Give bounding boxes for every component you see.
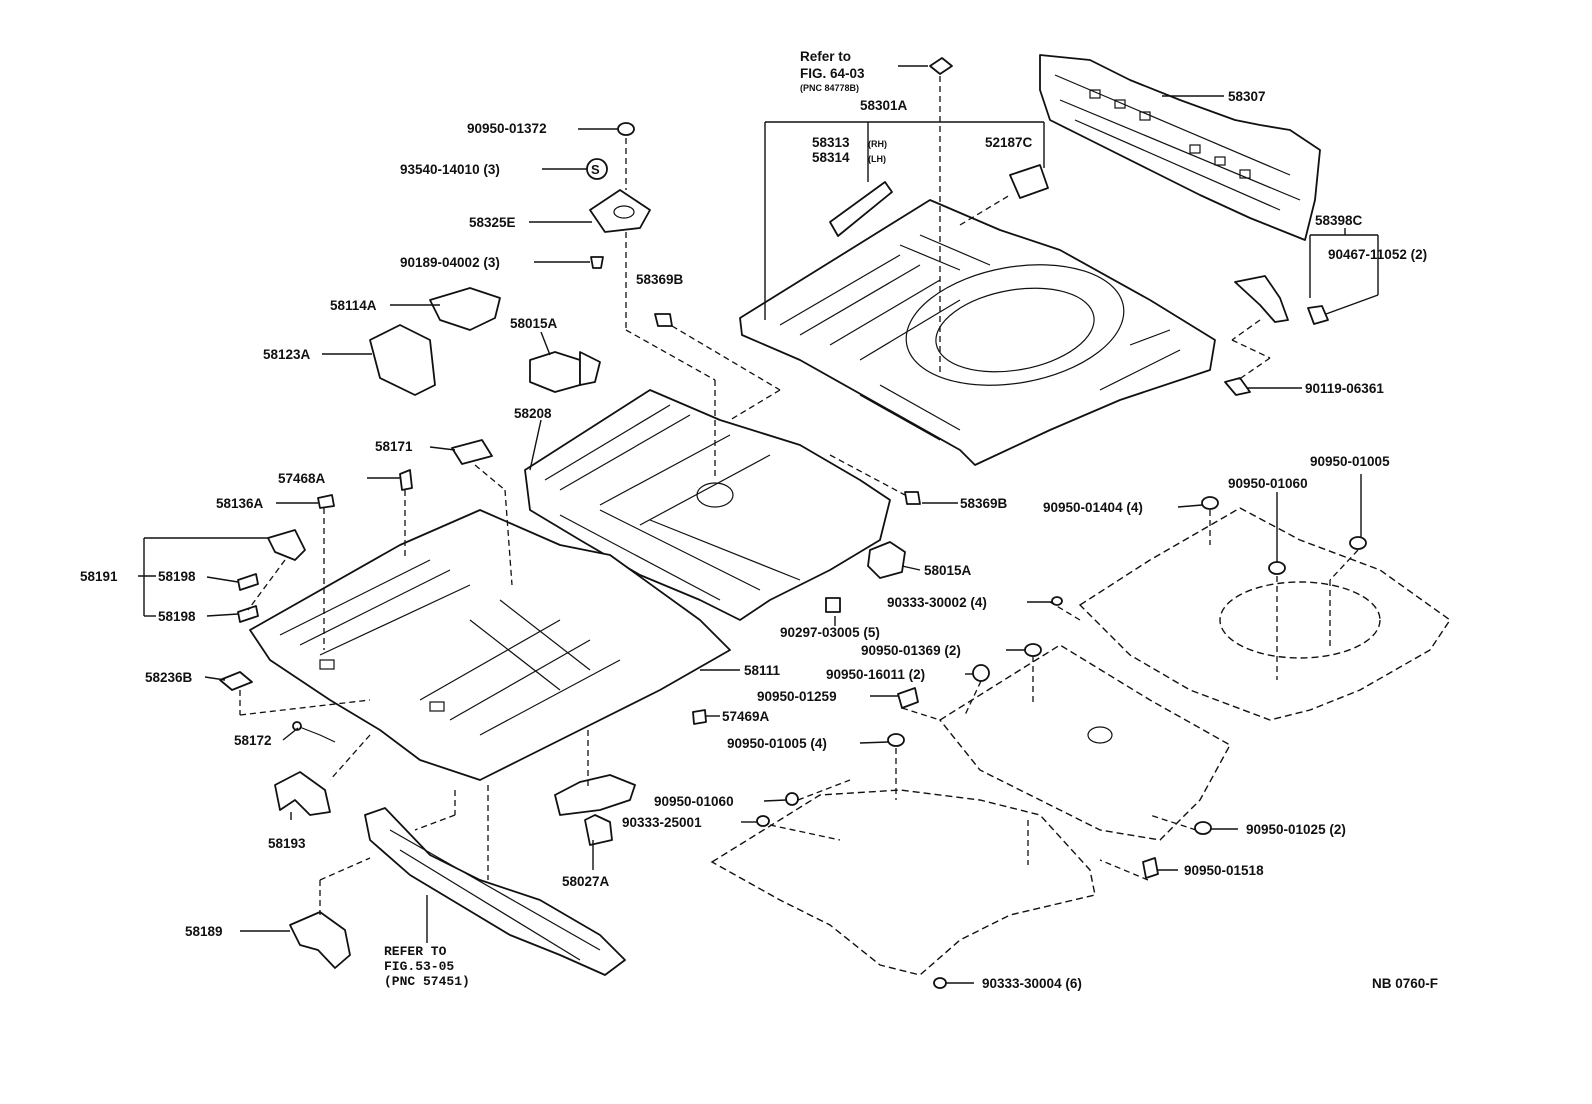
label-90333-30004: 90333-30004 (6) <box>982 976 1082 991</box>
label-90950-01369: 90950-01369 (2) <box>861 643 961 658</box>
label-90950-01060-lower: 90950-01060 <box>654 794 734 809</box>
rear-floor-carpet <box>1078 507 1451 721</box>
front-crossmember <box>364 807 626 976</box>
center-floor-pan-58208 <box>524 389 891 621</box>
label-90950-01372: 90950-01372 <box>467 121 547 136</box>
s-symbol-icon: S <box>591 162 600 177</box>
label-58136a: 58136A <box>216 496 264 511</box>
label-90950-01518: 90950-01518 <box>1184 863 1264 878</box>
refer-fig53-line2: FIG.53-05 <box>384 959 454 974</box>
rear-floor-pan-58301a <box>739 199 1216 466</box>
label-90950-01259: 90950-01259 <box>757 689 837 704</box>
label-90467-11052: 90467-11052 (2) <box>1328 247 1427 262</box>
label-58398c: 58398C <box>1315 213 1363 228</box>
label-58172: 58172 <box>234 733 272 748</box>
label-58307: 58307 <box>1228 89 1266 104</box>
label-57469a: 57469A <box>722 709 770 724</box>
diagram-code: NB 0760-F <box>1372 976 1438 991</box>
label-90950-01060-top: 90950-01060 <box>1228 476 1308 491</box>
refer-fig64-line3: (PNC 84778B) <box>800 83 859 93</box>
label-58236b: 58236B <box>145 670 193 685</box>
label-93540-14010: 93540-14010 (3) <box>400 162 500 177</box>
part-labels: Refer to FIG. 64-03 (PNC 84778B) 58301A … <box>80 49 1438 991</box>
label-58191: 58191 <box>80 569 118 584</box>
label-58314: 58314 <box>812 150 850 165</box>
label-90119-06361: 90119-06361 <box>1305 381 1384 396</box>
label-90950-01025: 90950-01025 (2) <box>1246 822 1346 837</box>
label-58189: 58189 <box>185 924 223 939</box>
label-90950-01404: 90950-01404 (4) <box>1043 500 1143 515</box>
label-58027a: 58027A <box>562 874 610 889</box>
label-58369b-lower: 58369B <box>960 496 1008 511</box>
refer-fig53-line3: (PNC 57451) <box>384 974 470 989</box>
small-parts <box>219 57 1367 989</box>
refer-fig64-line1: Refer to <box>800 49 851 64</box>
label-58123a: 58123A <box>263 347 311 362</box>
label-58015a-lower: 58015A <box>924 563 972 578</box>
label-90333-30002: 90333-30002 (4) <box>887 595 987 610</box>
assembly-dashed-lines <box>239 76 1359 915</box>
refer-fig53-line1: REFER TO <box>384 944 447 959</box>
label-57468a: 57468A <box>278 471 326 486</box>
label-90189-04002: 90189-04002 (3) <box>400 255 500 270</box>
label-90297-03005: 90297-03005 (5) <box>780 625 880 640</box>
center-floor-carpet <box>938 644 1231 841</box>
rear-panel-58307 <box>1039 54 1321 241</box>
label-58313: 58313 <box>812 135 850 150</box>
front-floor-pan-58111 <box>249 509 731 781</box>
label-58208: 58208 <box>514 406 552 421</box>
label-58198-upper: 58198 <box>158 569 196 584</box>
front-floor-carpet <box>710 789 1096 976</box>
label-90950-01005-lower: 90950-01005 (4) <box>727 736 827 751</box>
label-58193: 58193 <box>268 836 306 851</box>
label-58301a: 58301A <box>860 98 908 113</box>
refer-fig64-line2: FIG. 64-03 <box>800 66 865 81</box>
label-58111: 58111 <box>744 663 781 678</box>
label-52187c: 52187C <box>985 135 1033 150</box>
label-58171: 58171 <box>375 439 413 454</box>
leader-lines <box>138 65 1379 984</box>
label-90950-01005-top: 90950-01005 <box>1310 454 1390 469</box>
label-58015a-upper: 58015A <box>510 316 558 331</box>
label-90950-16011: 90950-16011 (2) <box>826 667 925 682</box>
label-58313-rh: (RH) <box>868 139 887 149</box>
label-58198-lower: 58198 <box>158 609 196 624</box>
label-58369b-upper: 58369B <box>636 272 684 287</box>
label-90333-25001: 90333-25001 <box>622 815 702 830</box>
label-58314-lh: (LH) <box>868 154 886 164</box>
label-58325e: 58325E <box>469 215 516 230</box>
label-58114a: 58114A <box>330 298 377 313</box>
